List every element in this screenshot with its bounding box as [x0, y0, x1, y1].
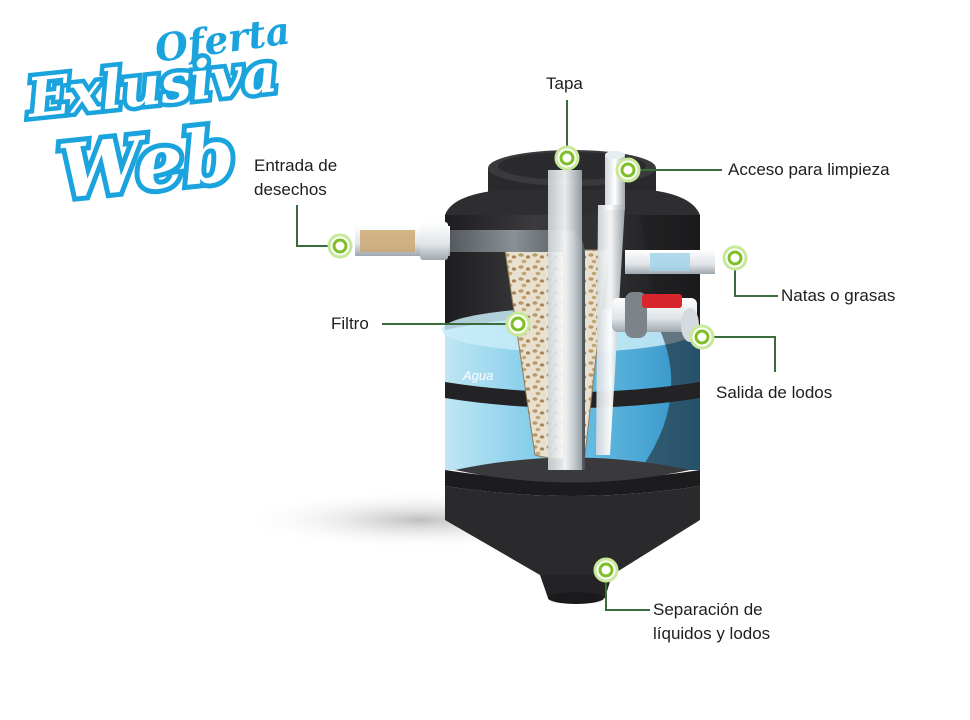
label-separacion: Separación de líquidos y lodos — [653, 598, 770, 646]
promo-line-2: Exlusiva — [23, 40, 281, 130]
label-natas-grasas: Natas o grasas — [781, 286, 896, 305]
label-salida-lodos: Salida de lodos — [716, 383, 833, 402]
marker-separacion — [593, 557, 619, 583]
promo-line-3: Web — [55, 112, 239, 216]
marker-entrada — [327, 233, 353, 259]
label-entrada-desechos: Entrada de desechos — [254, 154, 337, 202]
leader-lines — [296, 100, 778, 611]
water-label: Agua — [463, 368, 494, 383]
marker-salida — [689, 324, 715, 350]
marker-tapa — [554, 145, 580, 171]
marker-acceso — [615, 157, 641, 183]
marker-filtro — [505, 311, 531, 337]
label-acceso-limpieza: Acceso para limpieza — [728, 160, 890, 179]
label-separacion-line-1: Separación de — [653, 600, 763, 619]
label-separacion-line-2: líquidos y lodos — [653, 624, 771, 643]
promo-badge: Oferta Exlusiva Web — [18, 6, 294, 220]
label-entrada-line-1: Entrada de — [254, 156, 338, 175]
label-entrada-line-2: desechos — [254, 180, 327, 199]
marker-natas — [722, 245, 748, 271]
label-filtro: Filtro — [331, 314, 369, 333]
valve-handle — [642, 294, 682, 308]
label-tapa: Tapa — [546, 74, 583, 93]
